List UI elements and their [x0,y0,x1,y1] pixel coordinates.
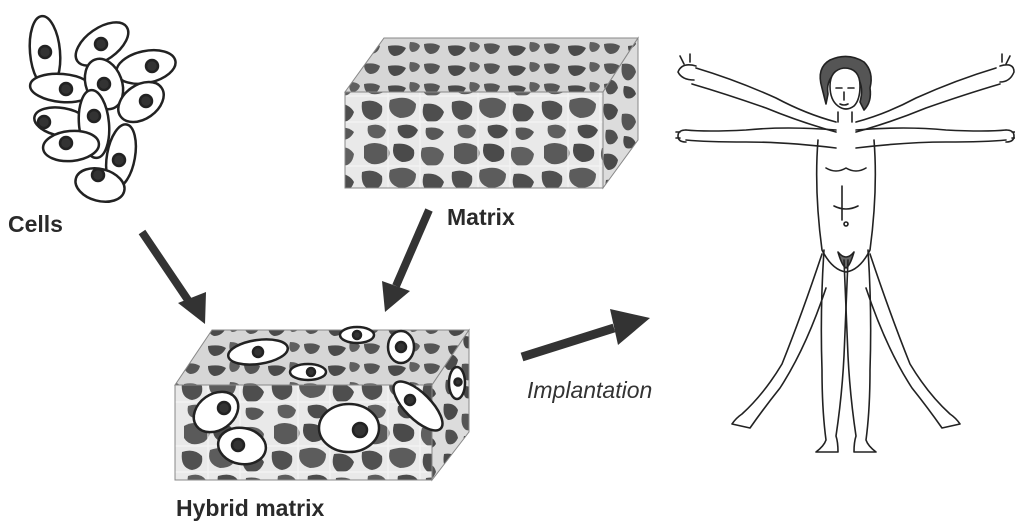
arrow-matrix-to-hybrid [382,210,429,312]
vitruvian-man-figure [676,54,1015,452]
implantation-label: Implantation [527,377,652,403]
seeded-cell [388,331,414,363]
porous-scaffold-block [345,38,638,188]
seeded-scaffold-block [175,327,469,480]
hybrid-matrix-label: Hybrid matrix [176,495,324,521]
seeded-cell [340,327,374,343]
seeded-cell [449,367,465,399]
seeded-cell [319,404,379,452]
arrow-cells-to-hybrid [142,232,206,324]
matrix-label: Matrix [447,204,515,230]
arrow-implantation [522,309,650,357]
seeded-cell [290,364,326,380]
cell-cluster-icon [27,14,179,207]
cells-label: Cells [8,211,63,237]
